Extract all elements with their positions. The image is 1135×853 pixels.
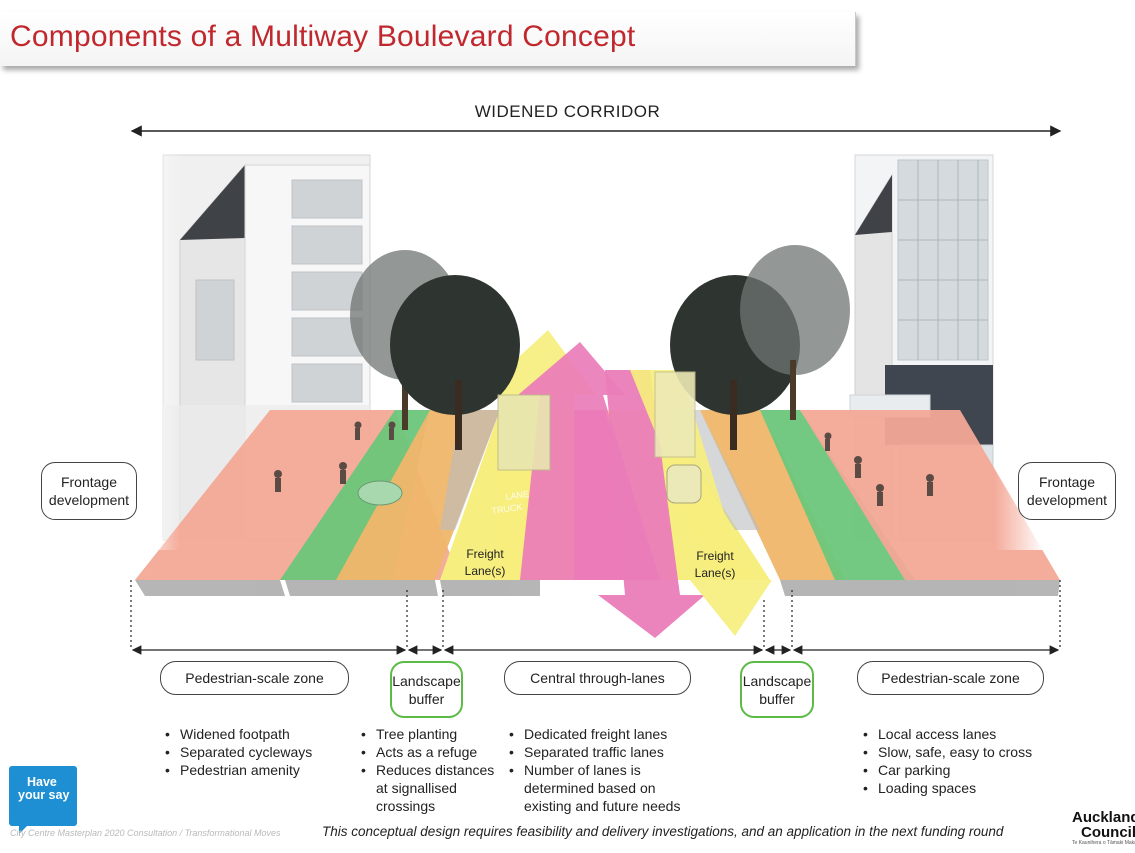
list-item: Number of lanes is determined based on e…: [507, 761, 697, 815]
zone-label-pedestrian-left: Pedestrian-scale zone: [160, 661, 349, 695]
footer-source: City Centre Masterplan 2020 Consultation…: [10, 828, 281, 838]
list-item: Tree planting: [359, 725, 509, 743]
trees: [350, 245, 850, 450]
list-item: Acts as a refuge: [359, 743, 509, 761]
zone-dimensions: [130, 580, 1061, 655]
bullets-pedestrian-right: Local access lanes Slow, safe, easy to c…: [861, 725, 1061, 797]
list-item: Local access lanes: [861, 725, 1061, 743]
bullets-pedestrian-left: Widened footpath Separated cycleways Ped…: [163, 725, 363, 779]
zone-label-pedestrian-right: Pedestrian-scale zone: [857, 661, 1044, 695]
list-item: Slow, safe, easy to cross: [861, 743, 1061, 761]
road-marking-text: LANE: [505, 489, 530, 502]
list-item: Reduces distances at signallised crossin…: [359, 761, 509, 815]
bullets-central: Dedicated freight lanes Separated traffi…: [507, 725, 697, 815]
page-title: Components of a Multiway Boulevard Conce…: [10, 20, 636, 53]
list-item: Loading spaces: [861, 779, 1061, 797]
slab-shadows: [135, 580, 1060, 596]
list-item: Dedicated freight lanes: [507, 725, 697, 743]
footer-note: This conceptual design requires feasibil…: [322, 824, 1004, 839]
title-bar: Components of a Multiway Boulevard Conce…: [0, 12, 856, 66]
bullets-landscape-left: Tree planting Acts as a refuge Reduces d…: [359, 725, 509, 815]
list-item: Pedestrian amenity: [163, 761, 363, 779]
traffic-arrow-down: [598, 370, 705, 638]
list-item: Car parking: [861, 761, 1061, 779]
list-item: Separated traffic lanes: [507, 743, 697, 761]
list-item: Separated cycleways: [163, 743, 363, 761]
vehicles: [357, 371, 702, 506]
auckland-council-logo: Auckland Council Te Kaunihera o Tāmaki M…: [1072, 810, 1135, 846]
list-item: Widened footpath: [163, 725, 363, 743]
road-marking-text-2: TRUCK: [491, 502, 523, 516]
cyclists: [274, 421, 934, 506]
corridor-label: WIDENED CORRIDOR: [474, 102, 661, 121]
zone-label-central: Central through-lanes: [504, 661, 691, 695]
have-your-say-badge[interactable]: Have your say: [9, 766, 77, 834]
